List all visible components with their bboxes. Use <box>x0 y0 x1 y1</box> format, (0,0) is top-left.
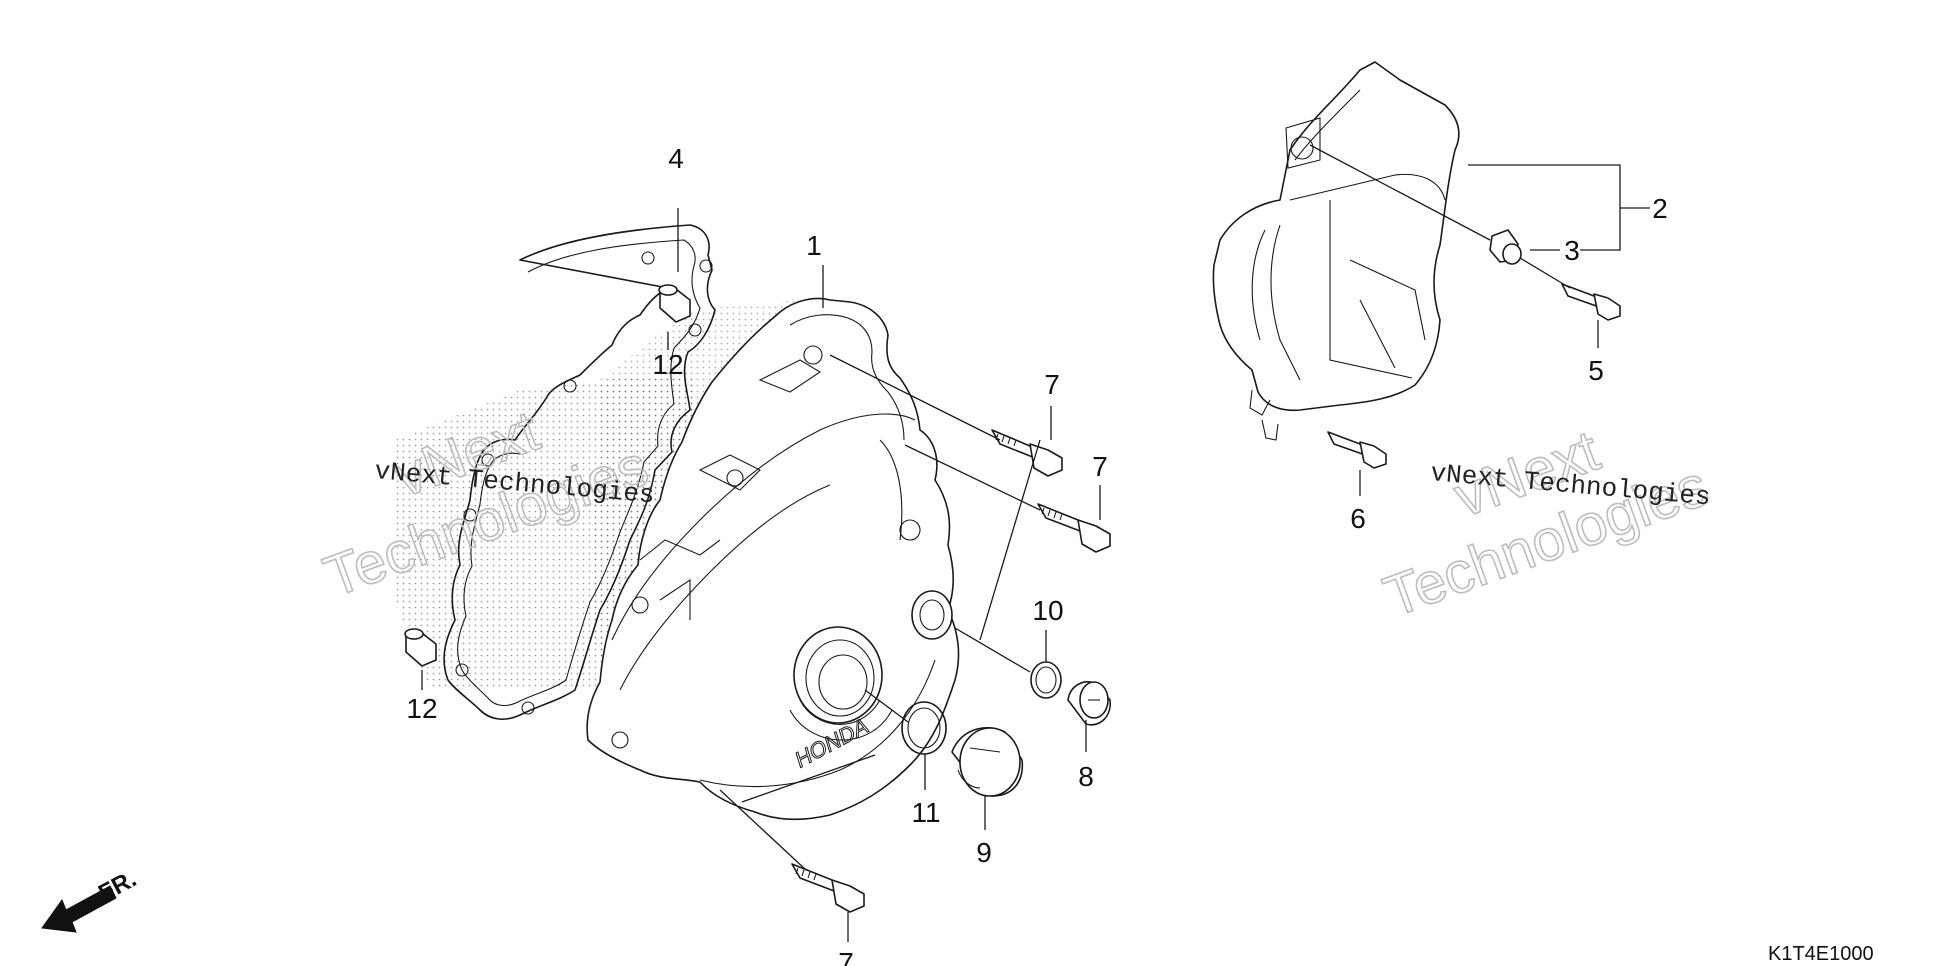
callout-12-lower: 12 <box>406 693 437 724</box>
callout-2: 2 <box>1652 193 1668 224</box>
gasket-part-4 <box>443 224 716 720</box>
bolt-part-6 <box>1327 431 1387 469</box>
callout-10: 10 <box>1032 595 1063 626</box>
callout-1: 1 <box>806 230 822 261</box>
dowel-pin-part-12-lower <box>404 628 437 667</box>
callout-8: 8 <box>1078 761 1094 792</box>
plug-part-8 <box>1067 681 1111 726</box>
callout-11: 11 <box>911 797 940 828</box>
callout-7-middle: 7 <box>1092 451 1108 482</box>
crankcase-cover-part-1: HONDA <box>586 297 960 821</box>
callout-7-upper: 7 <box>1044 369 1060 400</box>
callout-5: 5 <box>1588 355 1604 386</box>
watermark-right: vNext Technologies <box>1375 417 1717 630</box>
grommet-part-3 <box>1489 229 1522 265</box>
callout-4: 4 <box>668 143 684 174</box>
cap-part-9 <box>951 727 1024 797</box>
leader-lines <box>421 144 1650 942</box>
bolt-part-5 <box>1561 283 1621 321</box>
sprocket-cover-part-2 <box>1212 61 1460 441</box>
callout-3: 3 <box>1564 235 1580 266</box>
callout-12-upper: 12 <box>652 349 683 380</box>
flange-bolt-part-7-lower <box>791 863 865 913</box>
front-direction-arrow: FR. <box>41 865 141 933</box>
callout-6: 6 <box>1350 503 1366 534</box>
dowel-pin-part-12-upper <box>658 284 691 323</box>
callout-9: 9 <box>976 837 992 868</box>
o-ring-part-11 <box>901 701 947 755</box>
o-ring-part-10 <box>1030 661 1062 699</box>
callout-7-lower: 7 <box>838 947 854 966</box>
diagram-code: K1T4E1000 <box>1768 943 1874 965</box>
flange-bolt-part-7-middle <box>1037 503 1111 553</box>
